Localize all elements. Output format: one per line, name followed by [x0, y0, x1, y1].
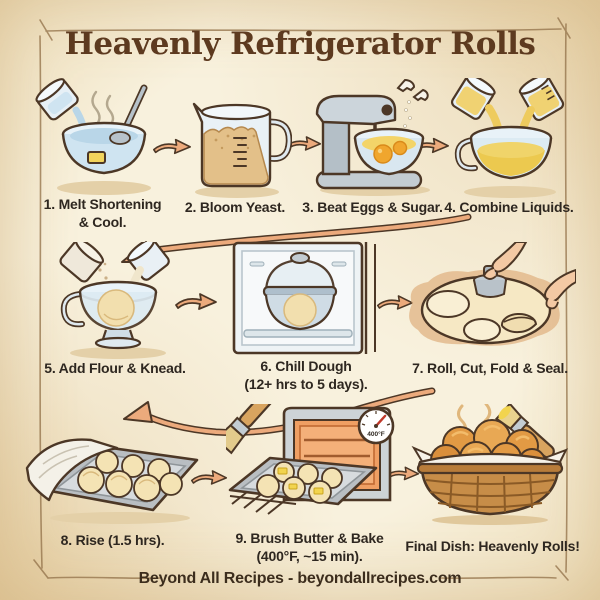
rolls-rising-on-tray-illustration: [25, 406, 205, 526]
measuring-cup-yeast-illustration: [182, 82, 292, 200]
step-5-caption: 5. Add Flour & Knead.: [44, 360, 186, 376]
step-4-caption: 4. Combine Liquids.: [444, 199, 574, 215]
step-8-caption: 8. Rise (1.5 hrs).: [60, 532, 165, 548]
bowl-melting-shortening-illustration: [32, 76, 167, 198]
footer-site-credit: Beyond All Recipes - beyondallrecipes.co…: [138, 570, 462, 587]
pouring-liquids-into-bowl-illustration: [447, 78, 569, 200]
step-2-caption: 2. Bloom Yeast.: [184, 199, 286, 215]
poster-title: Heavenly Refrigerator Rolls: [64, 26, 536, 62]
basket-of-heavenly-rolls-illustration: [406, 404, 574, 526]
step-7-caption: 7. Roll, Cut, Fold & Seal.: [412, 360, 568, 376]
covered-bowl-in-fridge-illustration: [230, 240, 382, 356]
brush-butter-and-bake-illustration: 400°F: [226, 404, 398, 526]
step-9-caption: 9. Brush Butter & Bake (400°F, ~15 min).: [235, 530, 384, 564]
step-6-caption: 6. Chill Dough (12+ hrs to 5 days).: [244, 358, 368, 392]
step-1-caption: 1. Melt Shortening & Cool.: [43, 196, 162, 230]
oven-temp-label: 400°F: [367, 430, 384, 438]
step-3-caption: 3. Beat Eggs & Sugar.: [302, 199, 443, 215]
cutting-dough-rounds-illustration: [398, 242, 576, 360]
final-dish-caption: Final Dish: Heavenly Rolls!: [405, 538, 580, 554]
stand-mixer-eggs-illustration: [303, 76, 443, 198]
flour-into-dough-bowl-illustration: [44, 242, 189, 360]
